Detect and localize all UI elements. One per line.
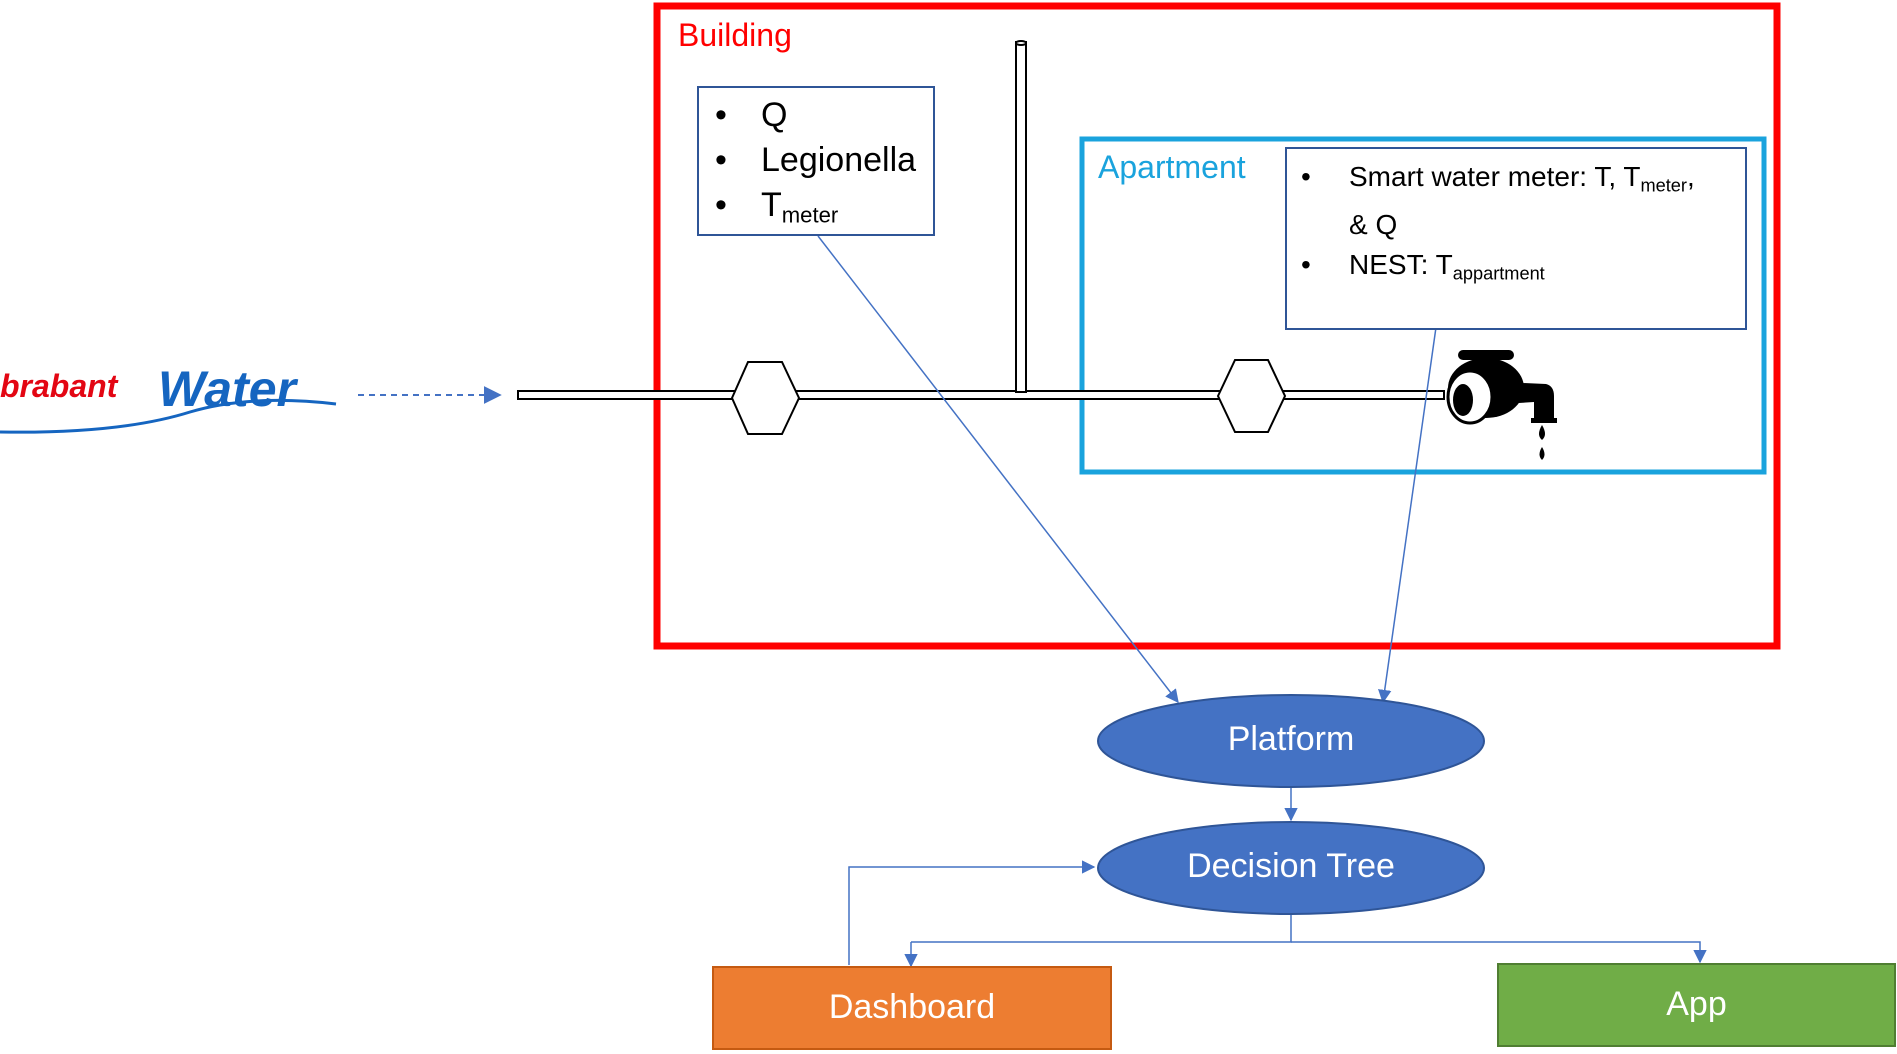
note-item: Legionella (699, 138, 933, 183)
decision-to-app-line (1291, 941, 1707, 964)
water-drop-icon (1539, 425, 1545, 460)
dashboard-node (712, 966, 1112, 1050)
hexagon-valve-icon (1216, 359, 1287, 433)
decision-to-outputs-connector (911, 914, 1292, 943)
logo-text-brabant: brabant (0, 368, 118, 404)
app-node (1497, 963, 1896, 1047)
building-frame (653, 2, 1781, 650)
riser-cap (1015, 40, 1027, 46)
note-item: Smart water meter: T, Tmeter, & Q (1287, 157, 1745, 245)
platform-label: Platform (1227, 720, 1355, 758)
faucet-icon (1446, 350, 1557, 425)
hexagon-valve-icon (730, 361, 801, 435)
platform-node (1097, 694, 1485, 788)
main-pipe (517, 390, 1445, 400)
decision-tree-node (1097, 821, 1485, 915)
note-item: Q (699, 93, 933, 138)
building-notes-box: Q Legionella Tmeter (697, 86, 935, 236)
dashboard-feedback-connector (848, 860, 1096, 965)
note-item: Tmeter (699, 183, 933, 228)
dashboard-label: Dashboard (828, 988, 996, 1026)
apartment-notes-box: Smart water meter: T, Tmeter, & Q NEST: … (1285, 147, 1747, 330)
logo-text-water: Water (158, 361, 297, 417)
building-title: Building (678, 17, 792, 53)
apartment-frame (1079, 136, 1767, 475)
note-item: NEST: Tappartment (1287, 245, 1745, 293)
decision-tree-label: Decision Tree (1187, 847, 1395, 885)
building-notes-connector (817, 235, 1179, 704)
riser-pipe (1015, 41, 1027, 393)
brabant-water-logo: brabant Water (0, 361, 340, 444)
apartment-title: Apartment (1098, 149, 1246, 185)
app-label: App (1666, 985, 1727, 1023)
apartment-notes-connector (1378, 291, 1442, 704)
logo-swoosh-icon (0, 398, 337, 434)
